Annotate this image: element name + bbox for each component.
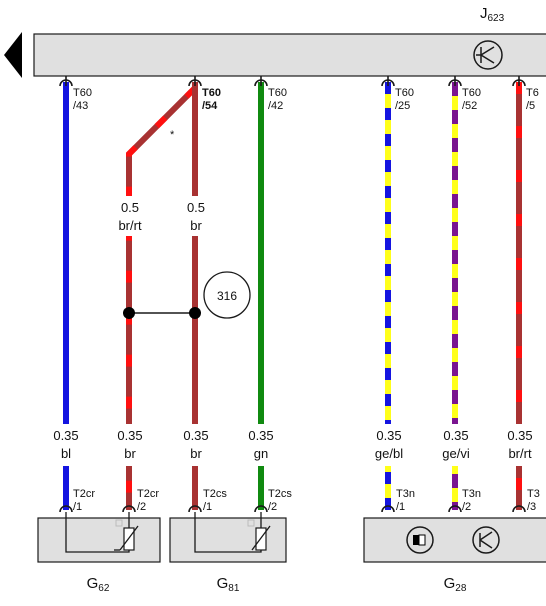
splice-connection[interactable] (123, 307, 201, 319)
size-gn: 0.35 (248, 428, 273, 443)
conn-t3n-3: T3/3 (527, 488, 540, 513)
bottom-pins (59, 505, 526, 513)
color-ge-bl: ge/bl (375, 446, 403, 461)
svg-text:316: 316 (217, 289, 237, 303)
color-bl: bl (61, 446, 71, 461)
mid-wire-labels: 0.5 br/rt 0.5 br (118, 200, 205, 233)
size-bl: 0.35 (53, 428, 78, 443)
size-ge-bl: 0.35 (376, 428, 401, 443)
component-g62[interactable] (37, 512, 161, 563)
size-br-rt2: 0.35 (507, 428, 532, 443)
conn-t60-5x: T6/5 (526, 87, 539, 112)
mid-size-br: 0.5 (187, 200, 205, 215)
wire-br-rt-stripe (126, 85, 198, 510)
conn-t3n-1: T3n/1 (396, 488, 415, 513)
bottom-wire-labels: 0.35 bl 0.35 br 0.35 br 0.35 gn 0.35 ge/… (53, 428, 532, 461)
asterisk-note: * (170, 129, 175, 141)
size-ge-vi: 0.35 (443, 428, 468, 443)
conn-t2cs-2: T2cs/2 (268, 488, 292, 513)
component-g81[interactable] (169, 512, 287, 563)
label-g62: G62 (87, 575, 110, 594)
top-connector-labels: T60/43 T60/54 T60/42 T60/25 T60/52 T6/5 (73, 87, 539, 112)
top-pins (59, 76, 526, 87)
conn-t2cs-1: T2cs/1 (203, 488, 227, 513)
transistor-icon (473, 40, 503, 70)
mid-color-br-rt: br/rt (118, 218, 142, 233)
conn-t2cr-1: T2cr/1 (73, 488, 95, 513)
label-g28: G28 (444, 575, 467, 594)
conn-t60-54: T60/54 (202, 87, 221, 112)
splice-ref-circle[interactable]: 316 (203, 271, 251, 319)
left-arrow-icon[interactable] (4, 32, 22, 78)
mid-color-br: br (190, 218, 202, 233)
color-br2: br (190, 446, 202, 461)
conn-t60-52: T60/52 (462, 87, 481, 112)
ecu-bar (33, 33, 546, 77)
conn-t60-42: T60/42 (268, 87, 287, 112)
mid-size-br-rt: 0.5 (121, 200, 139, 215)
size-br2: 0.35 (183, 428, 208, 443)
ecu-label: J623 (480, 5, 505, 24)
transistor-icon (472, 526, 500, 554)
conn-t60-25: T60/25 (395, 87, 414, 112)
hall-sensor-icon (406, 526, 434, 554)
bottom-connector-labels: T2cr/1 T2cr/2 T2cs/1 T2cs/2 T3n/1 T3n/2 … (73, 488, 540, 513)
color-br1: br (124, 446, 136, 461)
label-gaps (46, 196, 543, 466)
color-ge-vi: ge/vi (442, 446, 470, 461)
conn-t2cr-2: T2cr/2 (137, 488, 159, 513)
conn-t3n-2: T3n/2 (462, 488, 481, 513)
color-gn: gn (254, 446, 268, 461)
variable-resistor-icon (251, 525, 271, 551)
size-br1: 0.35 (117, 428, 142, 443)
conn-t60-43: T60/43 (73, 87, 92, 112)
color-br-rt2: br/rt (508, 446, 532, 461)
label-g81: G81 (217, 575, 240, 594)
component-g28[interactable] (363, 517, 546, 563)
variable-resistor-icon (114, 525, 139, 551)
